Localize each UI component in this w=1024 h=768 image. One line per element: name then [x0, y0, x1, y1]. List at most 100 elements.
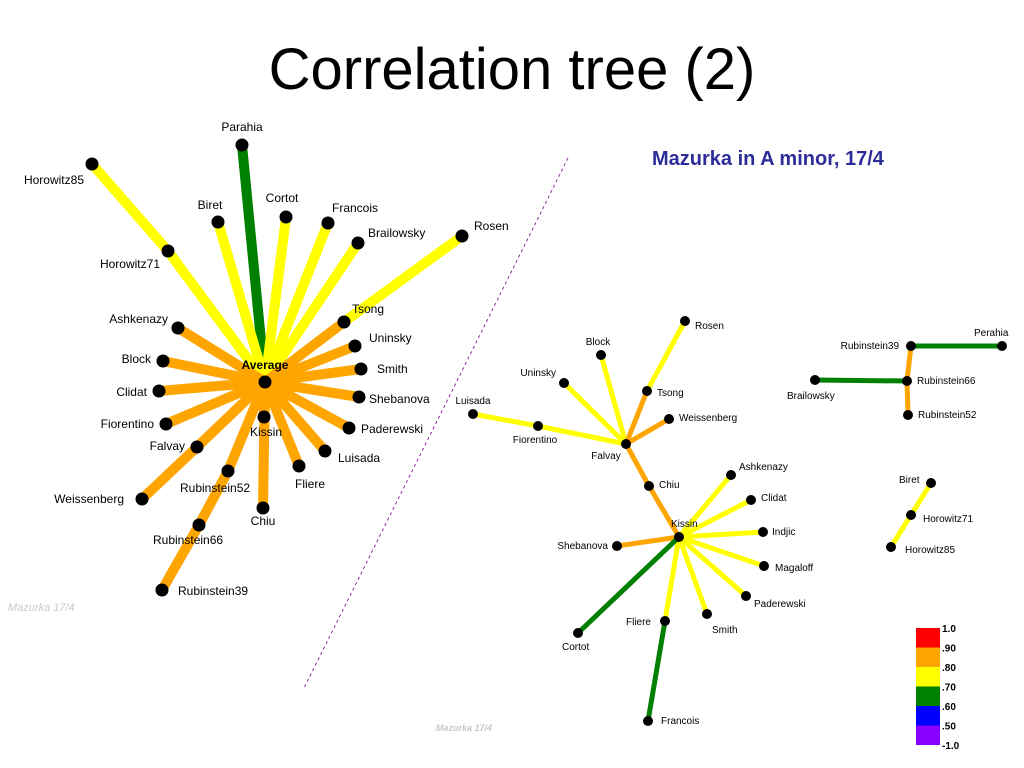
left-node-label-average: Average [242, 358, 289, 372]
right-edge-kissin-clidat [677, 497, 753, 540]
right-node-label-weissenberg: Weissenberg [679, 413, 737, 424]
right-node-label-chiu: Chiu [659, 480, 680, 491]
left-edge-average-chiu [258, 381, 270, 509]
left-node-label-smith: Smith [377, 362, 408, 376]
right-node-label-luisada: Luisada [455, 396, 490, 407]
left-node-label-fiorentino: Fiorentino [101, 417, 155, 431]
left-node-label-block: Block [122, 352, 152, 366]
right-node-paderewski [741, 591, 751, 601]
left-edge-horowitz71-horowitz85 [88, 160, 172, 255]
left-node-label-biret: Biret [198, 198, 223, 212]
left-node-label-rubinstein66: Rubinstein66 [153, 533, 223, 547]
left-node-cortot [279, 210, 293, 224]
left-node-label-falvay: Falvay [150, 439, 185, 453]
left-edge-average-falvay [193, 378, 269, 451]
left-node-weissenberg [135, 492, 149, 506]
scale-label: .50 [942, 722, 956, 733]
right-edge-falvay-fiorentino [537, 423, 627, 447]
left-edge-average-ashkenazy [175, 323, 268, 387]
left-node-label-kissin: Kissin [250, 425, 282, 439]
right-node-label-clidat: Clidat [761, 493, 787, 504]
left-node-rubinstein39 [155, 583, 169, 597]
left-edge-rubinstein52-rubinstein66 [194, 468, 233, 528]
left-node-label-rosen: Rosen [474, 219, 509, 233]
left-edge-average-paderewski [262, 377, 352, 433]
right-node-uninsky [559, 378, 569, 388]
left-edge-average-clidat [158, 377, 266, 396]
left-node-label-horowitz71: Horowitz71 [100, 257, 160, 271]
right-node-label-cortot: Cortot [562, 642, 589, 653]
right-node-francois [643, 716, 653, 726]
left-node-uninsky [348, 339, 362, 353]
left-edge-average-francois [260, 221, 333, 384]
right-edge-falvay-uninsky [562, 381, 628, 446]
right-node-falvay [621, 439, 631, 449]
left-node-horowitz85 [85, 157, 99, 171]
right-edge-kissin-ashkenazy [677, 473, 733, 539]
left-node-label-clidat: Clidat [116, 385, 147, 399]
left-node-label-cortot: Cortot [266, 191, 299, 205]
right-tree-labels: RosenBlockUninskyTsongLuisadaWeissenberg… [455, 321, 1008, 727]
right-node-label-fliere: Fliere [626, 617, 651, 628]
right-edge-rubinstein66-brailowsky [814, 377, 908, 384]
left-node-horowitz71 [161, 244, 175, 258]
right-node-horowitz85 [886, 542, 896, 552]
right-node-clidat [746, 495, 756, 505]
right-node-label-paderewski: Paderewski [754, 599, 806, 610]
right-edge-biret-horowitz71 [908, 481, 934, 517]
left-node-tsong [337, 315, 351, 329]
right-edge-rubinstein39-rubinstein66 [904, 345, 914, 382]
right-edge-fiorentino-luisada [472, 411, 539, 429]
scale-swatch--50 [916, 725, 940, 745]
right-node-rubinstein39 [906, 341, 916, 351]
left-node-kissin [257, 410, 271, 424]
right-edge-fliere-francois [645, 620, 668, 722]
left-tree-nodes [85, 138, 469, 597]
left-node-label-horowitz85: Horowitz85 [24, 173, 84, 187]
right-node-label-block: Block [586, 337, 611, 348]
left-node-fliere [292, 459, 306, 473]
left-node-luisada [318, 444, 332, 458]
scale-label: .90 [942, 644, 956, 655]
right-edge-falvay-block [598, 354, 629, 445]
right-node-rubinstein52 [903, 410, 913, 420]
right-node-label-brailowsky: Brailowsky [787, 391, 835, 402]
scale-swatch--90 [916, 647, 940, 667]
scale-swatch--80 [916, 667, 940, 687]
left-node-rubinstein66 [192, 518, 206, 532]
scale-label: 1.0 [942, 624, 956, 635]
left-node-smith [354, 362, 368, 376]
left-edge-average-fliere [260, 380, 304, 468]
right-node-kissin [674, 532, 684, 542]
left-node-ashkenazy [171, 321, 185, 335]
left-edge-average-fiorentino [164, 377, 267, 429]
right-node-fiorentino [533, 421, 543, 431]
left-node-label-brailowsky: Brailowsky [368, 226, 425, 240]
watermark-left: Mazurka 17/4 [8, 602, 75, 614]
left-node-label-chiu: Chiu [251, 514, 276, 528]
left-node-label-rubinstein39: Rubinstein39 [178, 584, 248, 598]
left-node-label-luisada: Luisada [338, 451, 380, 465]
left-node-fiorentino [159, 417, 173, 431]
slide-subtitle: Mazurka in A minor, 17/4 [652, 148, 884, 170]
right-node-label-smith: Smith [712, 625, 738, 636]
right-node-label-perahia: Perahia [974, 328, 1009, 339]
right-edge-falvay-tsong [623, 390, 650, 445]
right-node-cortot [573, 628, 583, 638]
right-node-biret [926, 478, 936, 488]
scale-swatch--60 [916, 706, 940, 726]
left-node-label-tsong: Tsong [352, 302, 384, 316]
right-edge-kissin-shebanova [616, 534, 680, 549]
left-node-falvay [190, 440, 204, 454]
watermark-bottom: Mazurka 17/4 [436, 723, 492, 733]
right-node-indjic [758, 527, 768, 537]
right-edge-falvay-weissenberg [624, 416, 671, 447]
right-edge-horowitz71-horowitz85 [888, 513, 914, 549]
left-node-label-francois: Francois [332, 201, 378, 215]
left-node-label-shebanova: Shebanova [369, 392, 430, 406]
right-edge-falvay-chiu [623, 442, 652, 488]
left-node-biret [211, 215, 225, 229]
right-node-label-horowitz71: Horowitz71 [923, 514, 973, 525]
